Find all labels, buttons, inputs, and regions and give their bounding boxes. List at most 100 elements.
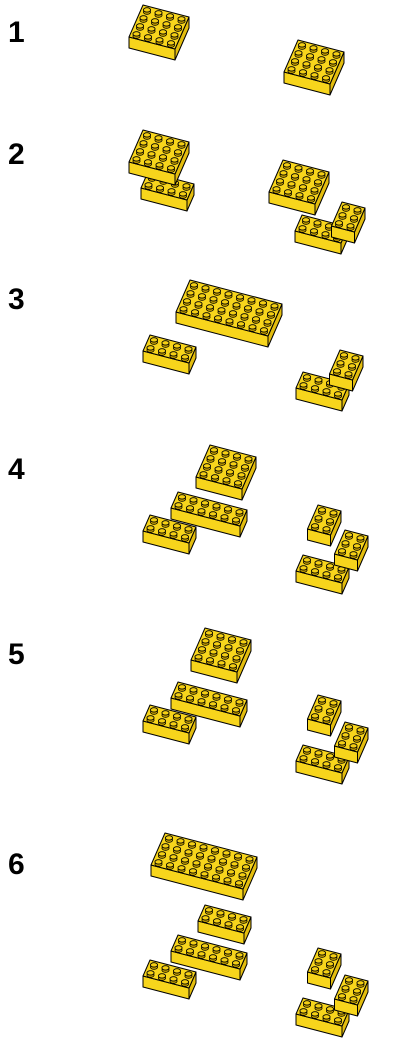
stud bbox=[323, 970, 330, 974]
stud bbox=[232, 708, 239, 712]
stud bbox=[173, 969, 180, 973]
stud bbox=[171, 33, 178, 37]
stud bbox=[233, 454, 240, 458]
stud bbox=[175, 693, 182, 697]
step-6-bricks bbox=[143, 833, 368, 1037]
stud bbox=[229, 311, 236, 315]
stud bbox=[230, 462, 237, 466]
stud bbox=[224, 878, 231, 882]
stud bbox=[299, 226, 306, 230]
stud bbox=[310, 229, 317, 233]
stud bbox=[156, 38, 163, 42]
stud bbox=[303, 1001, 310, 1005]
stud bbox=[318, 57, 325, 61]
stud bbox=[213, 919, 220, 923]
stud bbox=[315, 516, 322, 520]
stud bbox=[311, 569, 318, 573]
stud bbox=[148, 152, 155, 156]
stud bbox=[237, 322, 244, 326]
stud bbox=[227, 870, 234, 874]
stud bbox=[318, 172, 325, 176]
stud bbox=[211, 475, 218, 479]
brick bbox=[308, 505, 342, 546]
stud bbox=[350, 552, 357, 556]
stud bbox=[233, 656, 240, 660]
stud bbox=[246, 857, 253, 861]
brick bbox=[335, 722, 369, 763]
stud bbox=[291, 174, 298, 178]
stud bbox=[213, 289, 220, 293]
stud bbox=[144, 160, 151, 164]
stud bbox=[190, 941, 197, 945]
stud bbox=[159, 30, 166, 34]
stud bbox=[221, 515, 228, 519]
stud bbox=[350, 744, 357, 748]
stud bbox=[342, 986, 349, 990]
stud bbox=[213, 947, 220, 951]
stud bbox=[276, 179, 283, 183]
stud bbox=[155, 136, 162, 140]
stud bbox=[198, 699, 205, 703]
stud bbox=[213, 642, 220, 646]
stud bbox=[334, 765, 341, 769]
stud bbox=[143, 8, 150, 12]
stud bbox=[315, 751, 322, 755]
stud bbox=[357, 536, 364, 540]
stud bbox=[198, 509, 205, 513]
stud bbox=[273, 187, 280, 191]
stud bbox=[150, 708, 157, 712]
brick bbox=[176, 280, 282, 347]
stud bbox=[303, 748, 310, 752]
stud bbox=[300, 756, 307, 760]
stud bbox=[234, 481, 241, 485]
stud bbox=[218, 459, 225, 463]
stud bbox=[280, 171, 287, 175]
stud bbox=[221, 958, 228, 962]
stud bbox=[183, 299, 190, 303]
stud bbox=[210, 650, 217, 654]
stud bbox=[145, 183, 152, 187]
stud bbox=[170, 532, 177, 536]
stud bbox=[314, 180, 321, 184]
stud bbox=[314, 65, 321, 69]
stud bbox=[195, 655, 202, 659]
stud bbox=[166, 14, 173, 18]
stud bbox=[223, 478, 230, 482]
stud bbox=[224, 697, 231, 701]
stud bbox=[329, 60, 336, 64]
stud bbox=[236, 953, 243, 957]
stud bbox=[206, 305, 213, 309]
stud bbox=[216, 867, 223, 871]
stud bbox=[242, 865, 249, 869]
stud bbox=[338, 994, 345, 998]
stud bbox=[347, 224, 354, 228]
stud bbox=[318, 951, 325, 955]
stud bbox=[206, 658, 213, 662]
brick bbox=[332, 202, 366, 243]
stud bbox=[307, 196, 314, 200]
stud bbox=[311, 967, 318, 971]
stud bbox=[225, 922, 232, 926]
stud bbox=[185, 527, 192, 531]
stud bbox=[215, 467, 222, 471]
stud bbox=[186, 506, 193, 510]
stud bbox=[338, 549, 345, 553]
stud bbox=[188, 842, 195, 846]
stud bbox=[210, 297, 217, 301]
stud bbox=[201, 872, 208, 876]
stud bbox=[315, 959, 322, 963]
stud bbox=[155, 860, 162, 864]
brick bbox=[335, 975, 369, 1016]
stud bbox=[208, 856, 215, 860]
stud bbox=[303, 177, 310, 181]
stud bbox=[353, 989, 360, 993]
stud bbox=[170, 855, 177, 859]
stud bbox=[159, 155, 166, 159]
stud bbox=[249, 325, 256, 329]
stud bbox=[158, 529, 165, 533]
stud bbox=[311, 524, 318, 528]
stud bbox=[236, 648, 243, 652]
stud bbox=[352, 356, 359, 360]
stud bbox=[190, 283, 197, 287]
